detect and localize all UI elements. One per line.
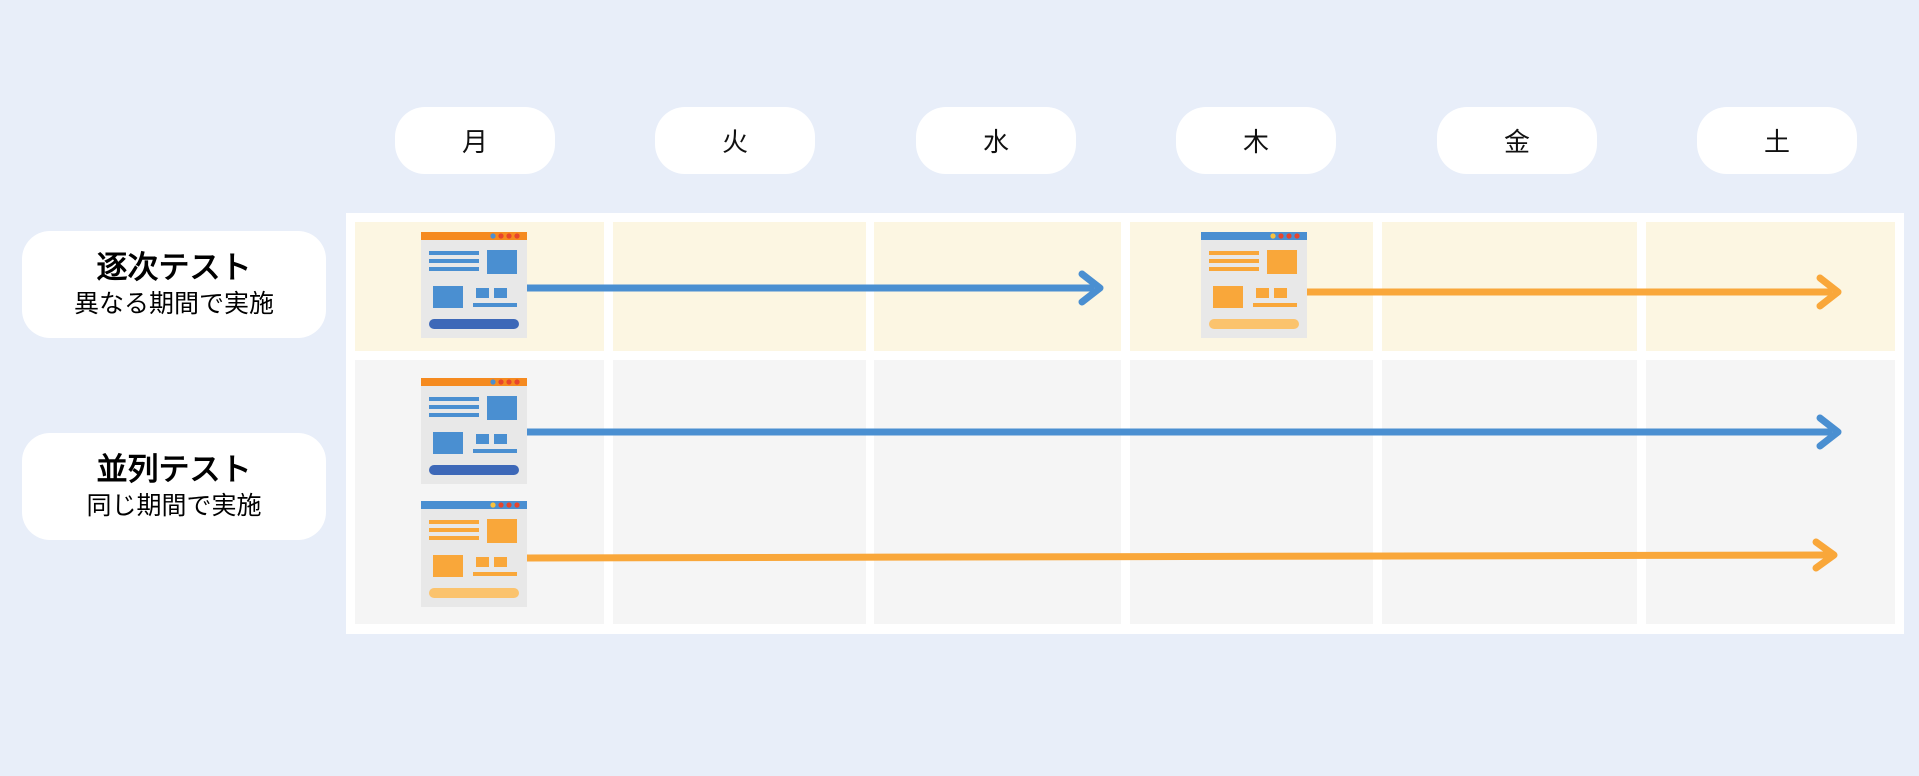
web-page-blue-icon [421,378,527,484]
day-header-tue: 火 [655,107,815,174]
schedule-grid [346,213,1904,634]
day-header-mon: 月 [395,107,555,174]
day-header-sat: 土 [1697,107,1857,174]
grid-cell [874,360,1121,624]
web-page-orange-icon [1201,232,1307,338]
grid-cell [613,360,866,624]
grid-cell [1382,360,1637,624]
row-subtitle: 異なる期間で実施 [73,288,274,318]
arrow-parallel-blue [526,414,1842,450]
day-label: 火 [721,128,748,158]
day-label: 月 [461,128,488,158]
arrow-sequential-blue [526,270,1104,306]
day-label: 土 [1763,128,1790,158]
arrow-sequential-orange [1306,274,1842,310]
row-title: 並列テスト [96,451,252,488]
grid-cell [1130,360,1373,624]
web-page-orange-icon [421,501,527,607]
web-page-blue-icon [421,232,527,338]
row-label-parallel: 並列テスト 同じ期間で実施 [22,433,326,540]
grid-cell [1382,222,1637,351]
row-title: 逐次テスト [96,249,252,286]
day-header-wed: 水 [916,107,1076,174]
day-header-fri: 金 [1437,107,1597,174]
day-label: 金 [1503,128,1530,158]
grid-cell [1646,360,1895,624]
grid-cell [1646,222,1895,351]
day-label: 水 [982,128,1009,158]
arrow-parallel-orange [525,538,1838,572]
day-label: 木 [1242,128,1269,158]
row-label-sequential: 逐次テスト 異なる期間で実施 [22,231,326,338]
row-subtitle: 同じ期間で実施 [86,490,262,520]
day-header-thu: 木 [1176,107,1336,174]
